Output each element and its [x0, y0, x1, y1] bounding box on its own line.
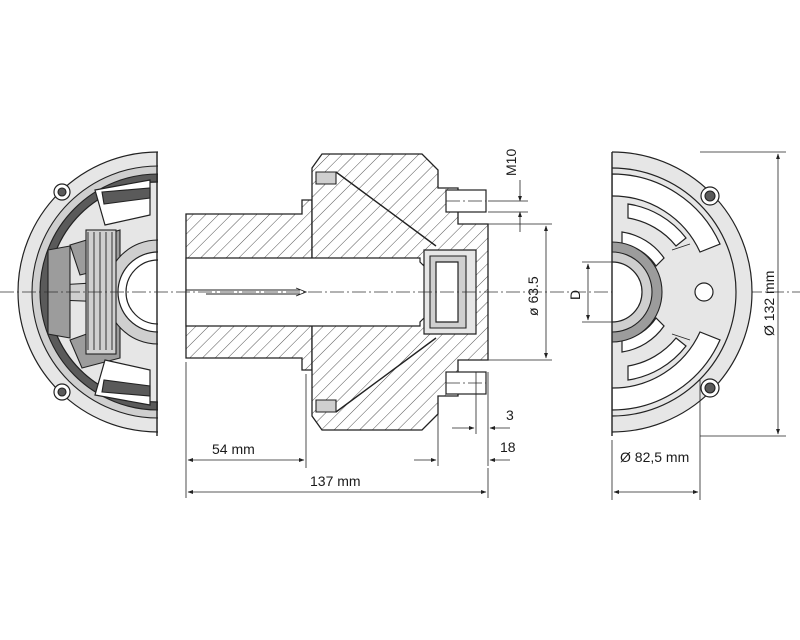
- offset-small-label: 3: [506, 407, 514, 423]
- flange-diameter-label: Ø 82,5 mm: [620, 449, 689, 465]
- bore-label: D: [567, 290, 583, 300]
- overall-length-label: 137 mm: [310, 473, 361, 489]
- right-front-view: [612, 151, 753, 433]
- dimension-lines: [185, 151, 786, 500]
- offset-flange-label: 18: [500, 439, 516, 455]
- shaft-length-label: 54 mm: [212, 441, 255, 457]
- thread-label: M10: [503, 149, 519, 176]
- inner-diameter-label: ø 63.5: [525, 276, 541, 316]
- outer-diameter-label: Ø 132 mm: [761, 271, 777, 336]
